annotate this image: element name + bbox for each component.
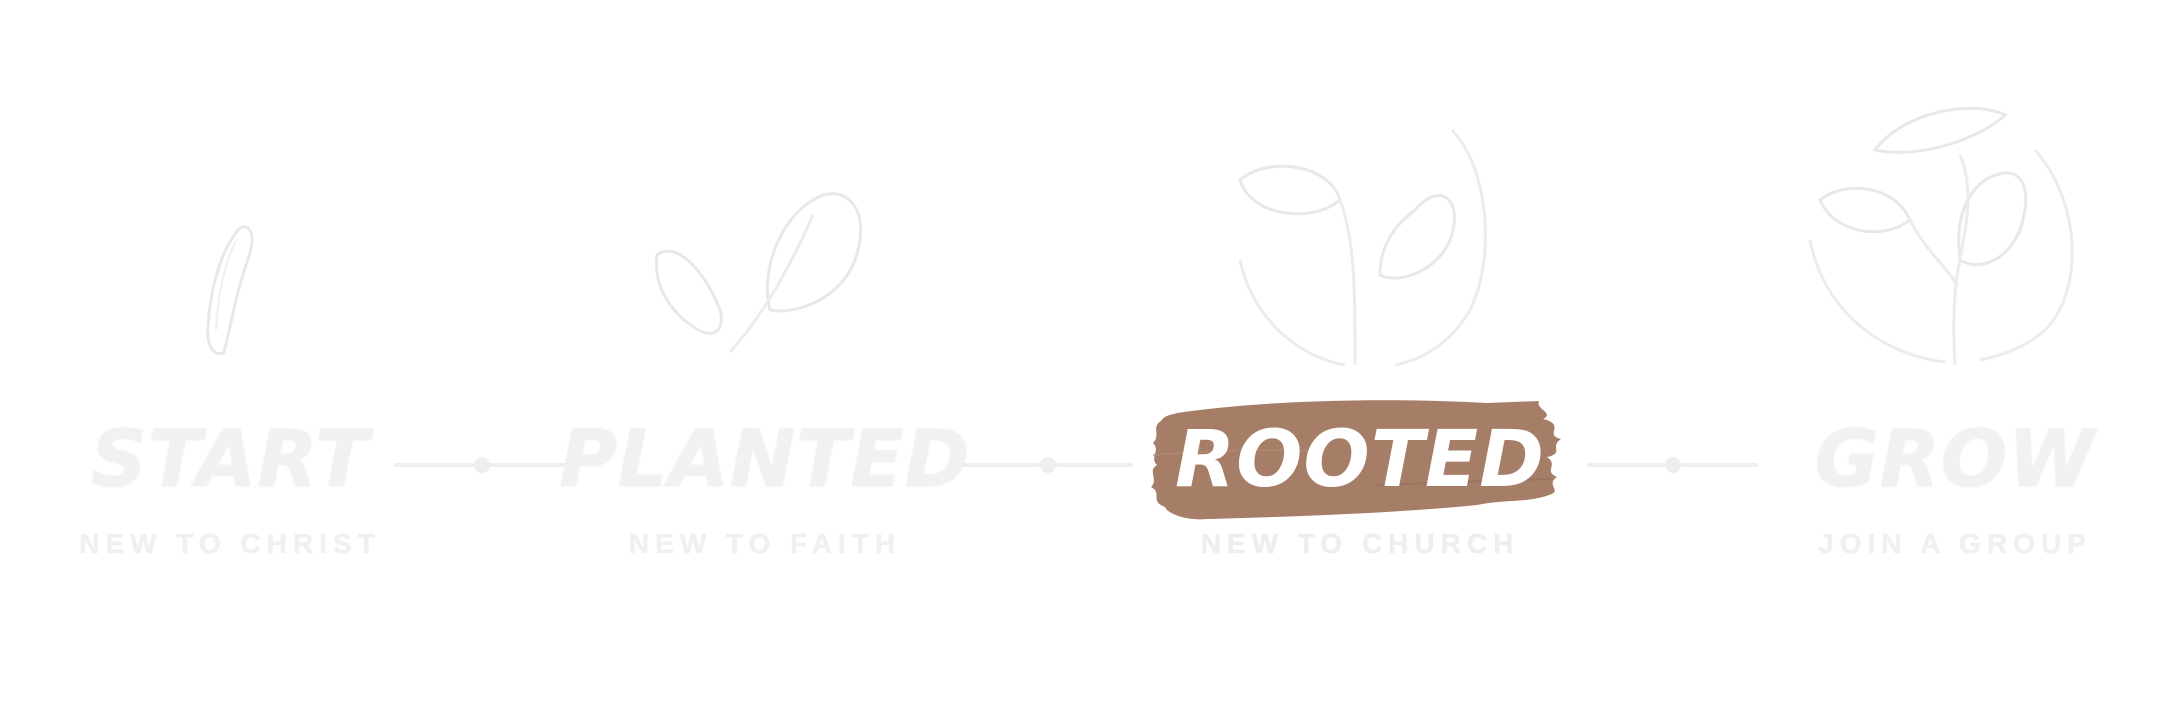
step-planted[interactable]: PLANTED NEW TO FAITH (545, 90, 985, 590)
step-rooted[interactable]: ROOTED NEW TO CHURCH (1140, 90, 1580, 590)
seed-icon (10, 90, 450, 390)
step-title: START (90, 415, 370, 505)
step-connector (960, 455, 1135, 475)
step-connector (1585, 455, 1760, 475)
step-title: GROW (1814, 415, 2096, 505)
plant-icon (1735, 90, 2172, 390)
step-grow[interactable]: GROW JOIN A GROUP (1735, 90, 2172, 590)
step-title: ROOTED (1175, 415, 1545, 505)
brush-stroke-highlight (1151, 400, 1561, 520)
seedling-icon (1140, 90, 1580, 390)
step-start[interactable]: START NEW TO CHRIST (10, 90, 450, 590)
step-connector (392, 455, 572, 475)
step-subtitle: NEW TO FAITH (628, 528, 902, 559)
step-subtitle: JOIN A GROUP (1818, 528, 2092, 559)
step-subtitle: NEW TO CHRIST (79, 528, 381, 559)
step-subtitle: NEW TO CHURCH (1200, 528, 1520, 559)
step-title: PLANTED (559, 415, 971, 505)
sprout-icon (545, 90, 985, 390)
